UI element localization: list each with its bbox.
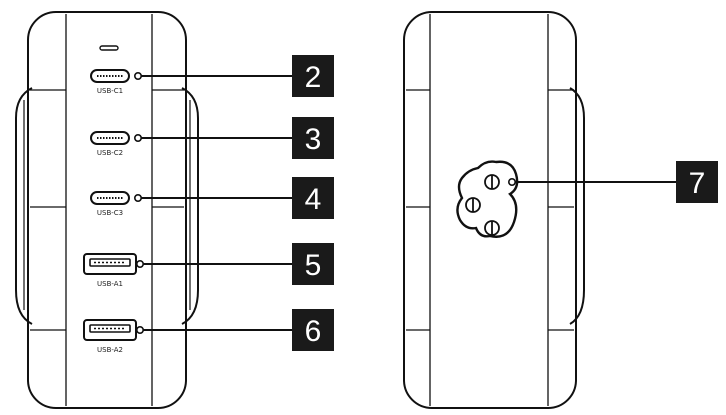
- port-usb-c1: USB-C1: [90, 69, 130, 95]
- port-usb-c3: USB-C3: [90, 191, 130, 217]
- port-usb-a2: USB-A2: [83, 319, 137, 354]
- callouts: 2 3 4 5 6 7: [134, 55, 718, 351]
- port-usb-a1: USB-A1: [83, 253, 137, 288]
- callout-5: 5: [136, 243, 334, 285]
- port-label: USB-C1: [97, 87, 123, 95]
- callout-number: 5: [305, 249, 322, 282]
- port-label: USB-A1: [97, 280, 123, 288]
- callout-box: [292, 55, 334, 97]
- usb-a-port-icon: [83, 253, 137, 275]
- callout-box: [292, 309, 334, 351]
- callout-box: [676, 161, 718, 203]
- callout-number: 7: [689, 167, 706, 200]
- port-label: USB-A2: [97, 346, 123, 354]
- callout-number: 6: [305, 315, 322, 348]
- charger-back-view: [403, 11, 585, 409]
- right-side-bulge: [181, 87, 199, 325]
- left-side-bulge: [15, 87, 33, 325]
- callout-box: [292, 177, 334, 219]
- usb-c-port-icon: [90, 131, 130, 145]
- callout-6: 6: [136, 309, 334, 351]
- callout-7: 7: [507, 161, 718, 203]
- indicator-slot: [99, 45, 119, 51]
- port-usb-c2: USB-C2: [90, 131, 130, 157]
- power-inlet-icon: [456, 160, 519, 238]
- port-label: USB-C3: [97, 209, 123, 217]
- callout-number: 4: [305, 183, 322, 216]
- callout-2: 2: [134, 55, 334, 97]
- callout-4: 4: [134, 177, 334, 219]
- callout-3: 3: [134, 117, 334, 159]
- usb-a-port-icon: [83, 319, 137, 341]
- front-body: [27, 11, 187, 409]
- callout-box: [292, 243, 334, 285]
- callout-number: 2: [305, 61, 322, 94]
- callout-box: [292, 117, 334, 159]
- callout-number: 3: [305, 123, 322, 156]
- back-body: [403, 11, 577, 409]
- port-label: USB-C2: [97, 149, 123, 157]
- usb-c-port-icon: [90, 69, 130, 83]
- back-right-bulge: [569, 87, 585, 325]
- usb-c-port-icon: [90, 191, 130, 205]
